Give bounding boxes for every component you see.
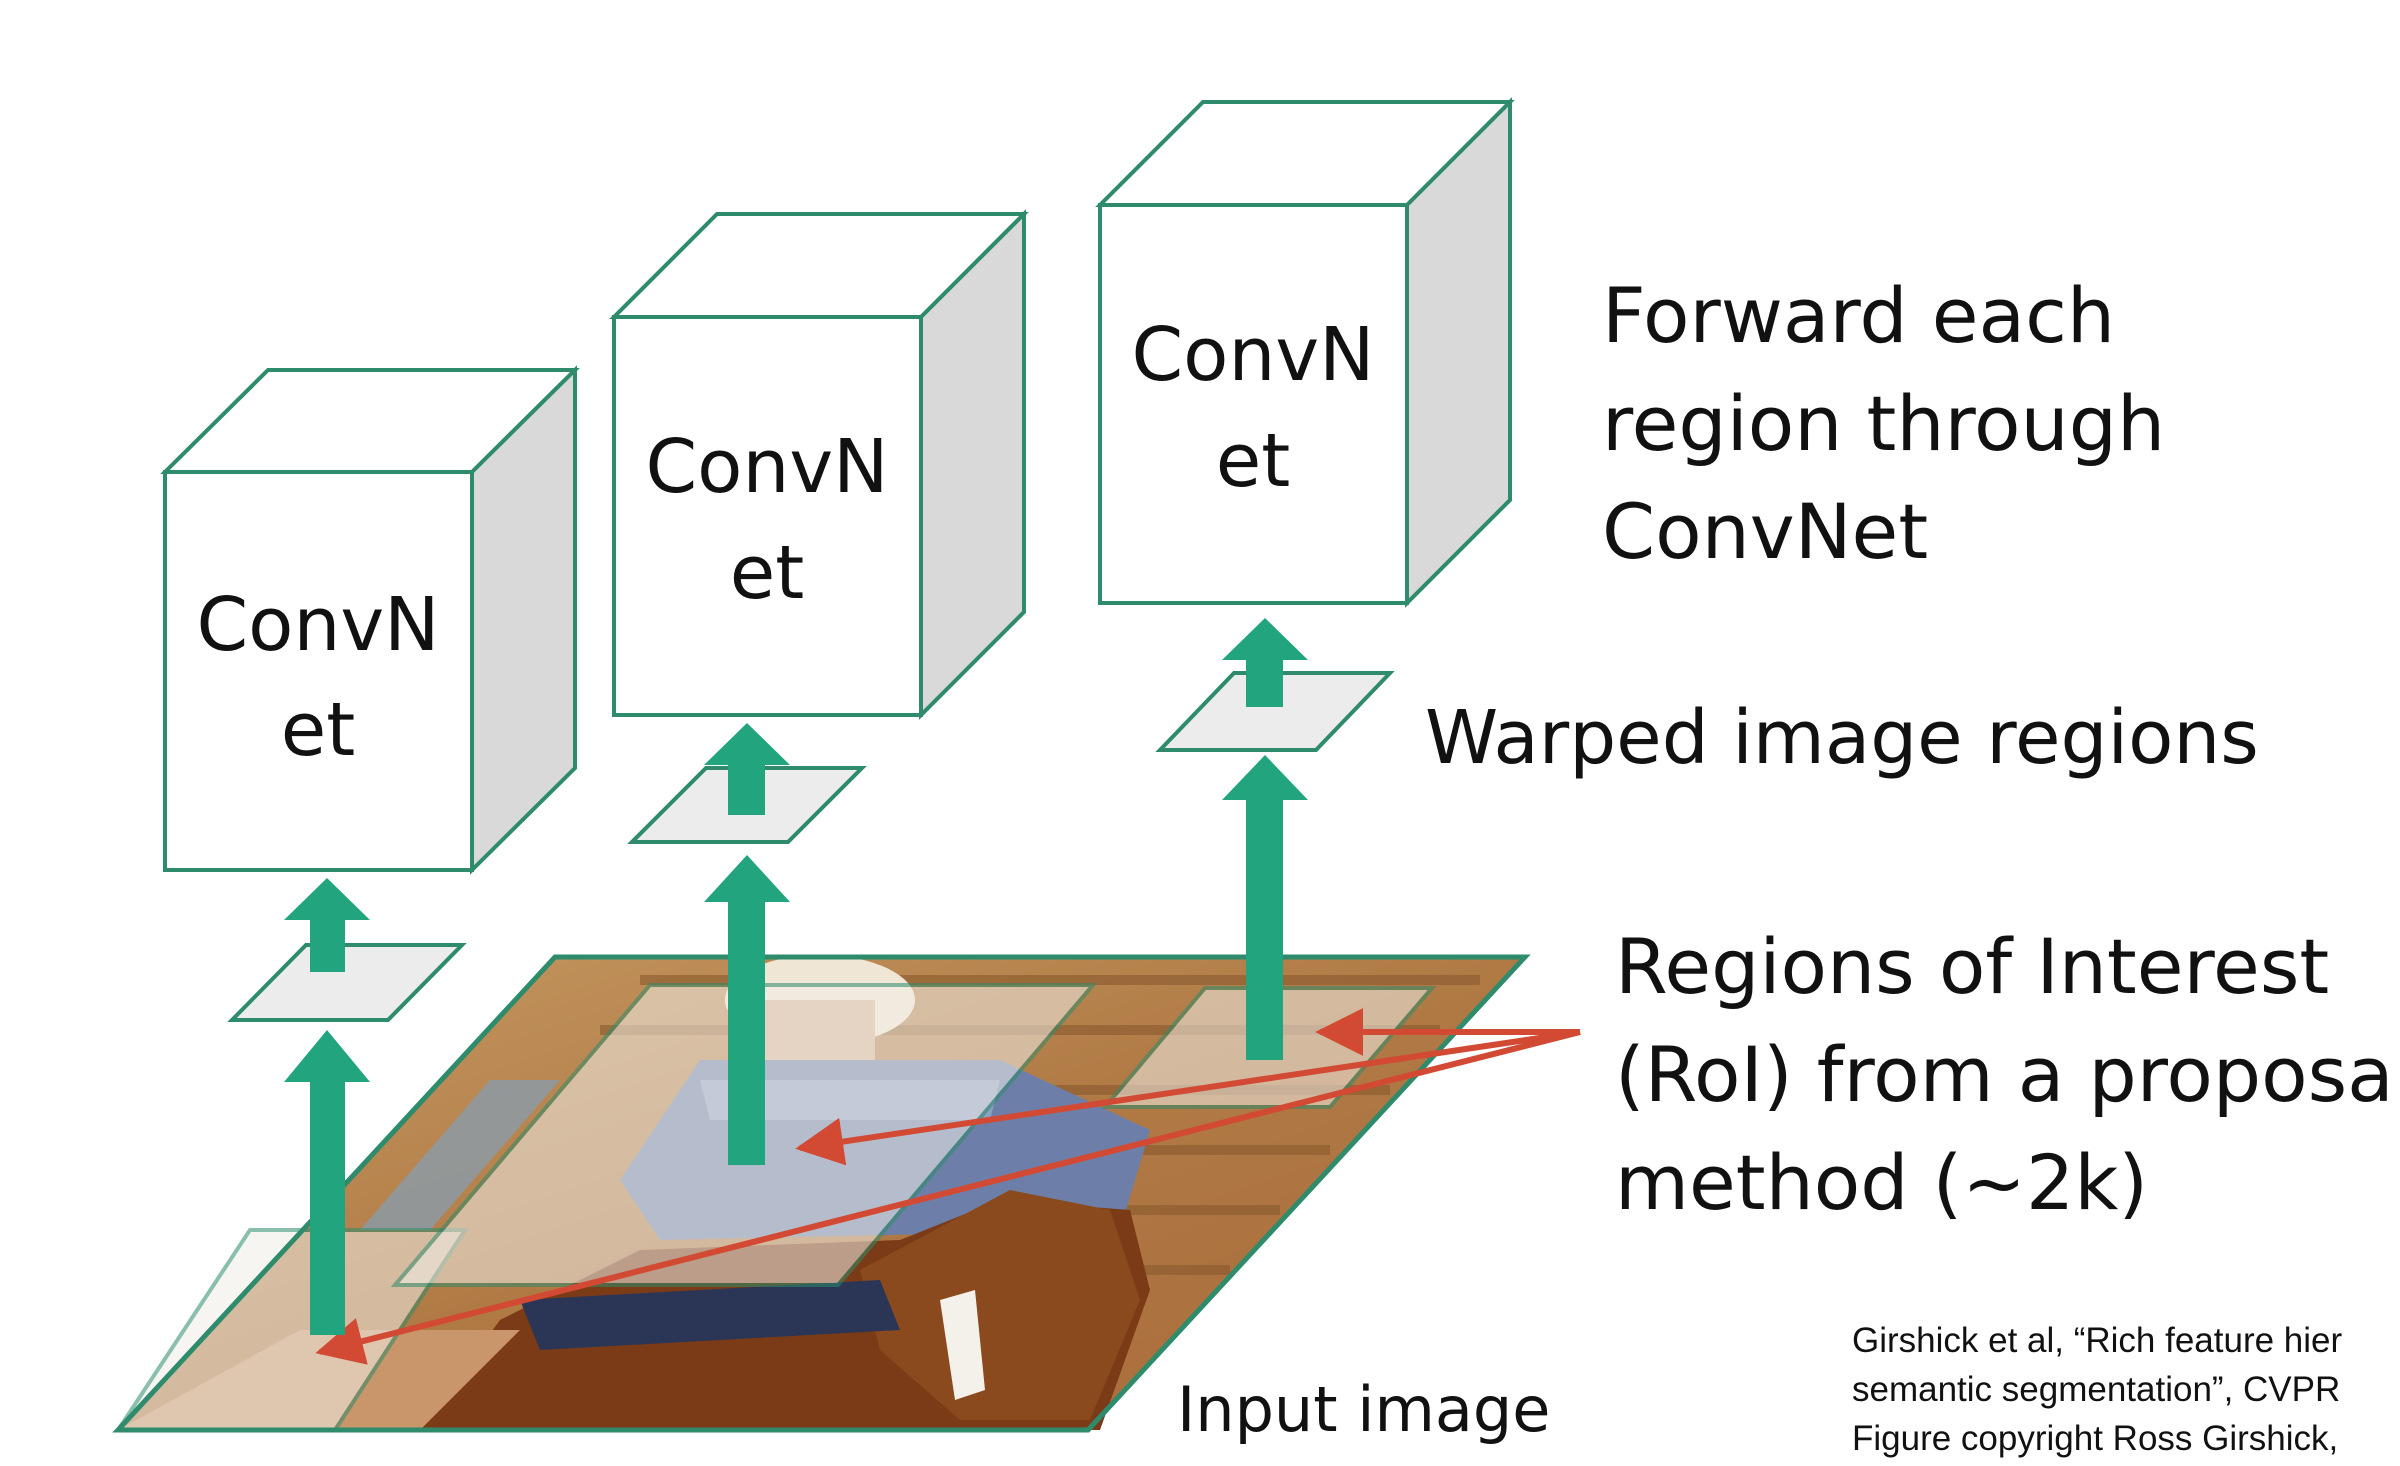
- roi-pointer-arrows: [315, 1008, 1581, 1365]
- warped-patch-right: [1155, 671, 1395, 752]
- convnet-left-line2: et: [281, 687, 356, 773]
- citation-text: Girshick et al, “Rich feature hier seman…: [1852, 1321, 2343, 1458]
- convnet-cube-middle: ConvN et: [609, 209, 1029, 720]
- convnet-left-line1: ConvN: [197, 582, 440, 668]
- warped-label: Warped image regions: [1425, 695, 2259, 781]
- roi-label: Regions of Interest (RoI) from a proposa…: [1615, 922, 2400, 1227]
- arrow-right-lower: [1222, 755, 1308, 1060]
- forward-label: Forward each region through ConvNet: [1602, 271, 2166, 576]
- green-arrows: [284, 618, 1308, 1335]
- convnet-middle-line1: ConvN: [646, 424, 889, 510]
- warped-patch-left: [227, 943, 467, 1022]
- convnet-cube-left: ConvN et: [160, 365, 580, 875]
- arrow-right-upper: [1222, 618, 1308, 707]
- convnet-right-line1: ConvN: [1132, 312, 1375, 398]
- arrow-middle-lower: [704, 855, 790, 1165]
- input-image-label: Input image: [1177, 1373, 1551, 1446]
- convnet-cube-right: ConvN et: [1095, 97, 1515, 608]
- arrow-middle-upper: [704, 723, 790, 815]
- arrow-left-lower: [284, 1030, 370, 1335]
- convnet-right-line2: et: [1216, 418, 1291, 504]
- arrow-left-upper: [284, 878, 370, 972]
- convnet-middle-line2: et: [730, 530, 805, 616]
